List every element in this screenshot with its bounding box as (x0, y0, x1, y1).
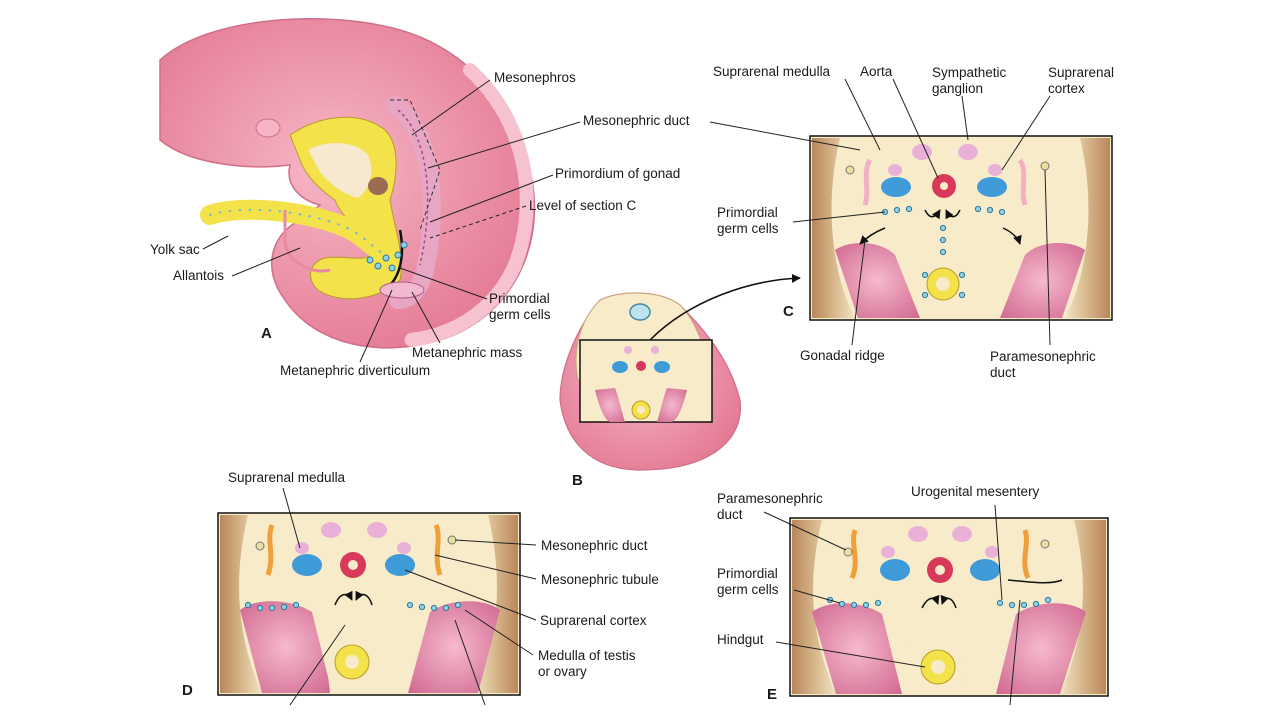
label-suprarenal-medulla-c: Suprarenal medulla (713, 64, 831, 79)
label-urogenital-mesentery: Urogenital mesentery (911, 484, 1040, 499)
label-paramesonephric-duct-c: Paramesonephric duct (990, 349, 1096, 380)
label-aorta: Aorta (860, 64, 893, 79)
label-allantois: Allantois (173, 268, 225, 283)
panel-c-section (809, 135, 1113, 321)
label-mesonephric-duct-d: Mesonephric duct (541, 538, 648, 553)
label-primordial-germ-cells-c: Primordial germ cells (717, 205, 779, 236)
panel-b-section (559, 273, 801, 471)
label-paramesonephric-duct-e: Paramesonephric duct (717, 491, 823, 522)
panel-e-section (789, 517, 1109, 697)
label-suprarenal-cortex-d: Suprarenal cortex (540, 613, 647, 628)
label-suprarenal-medulla-d: Suprarenal medulla (228, 470, 346, 485)
panel-label-e: E (767, 686, 778, 703)
label-medulla-of-testis: Medulla of testis or ovary (538, 648, 636, 679)
label-primordium-of-gonad: Primordium of gonad (555, 166, 681, 181)
label-metanephric-mass: Metanephric mass (412, 345, 523, 360)
label-mesonephric-duct-a: Mesonephric duct (583, 113, 690, 128)
label-yolk-sac: Yolk sac (150, 242, 200, 257)
panel-label-d: D (182, 682, 193, 699)
panel-a-embryo (159, 18, 536, 349)
label-suprarenal-cortex-c: Suprarenal cortex (1048, 65, 1115, 96)
panel-label-b: B (572, 472, 583, 489)
panel-label-a: A (261, 325, 272, 342)
panel-label-c: C (783, 303, 794, 320)
label-mesonephros: Mesonephros (494, 70, 576, 85)
label-sympathetic-ganglion: Sympathetic ganglion (932, 65, 1007, 96)
label-metanephric-diverticulum: Metanephric diverticulum (280, 363, 431, 378)
label-mesonephric-tubule: Mesonephric tubule (541, 572, 659, 587)
label-hindgut: Hindgut (717, 632, 764, 647)
label-primordial-germ-cells-e: Primordial germ cells (717, 566, 779, 597)
label-primordial-germ-cells-a: Primordial germ cells (489, 291, 551, 322)
panel-d-section (217, 512, 521, 696)
label-gonadal-ridge: Gonadal ridge (800, 348, 885, 363)
leader-lines (202, 78, 1051, 706)
label-level-of-section-c: Level of section C (529, 198, 637, 213)
